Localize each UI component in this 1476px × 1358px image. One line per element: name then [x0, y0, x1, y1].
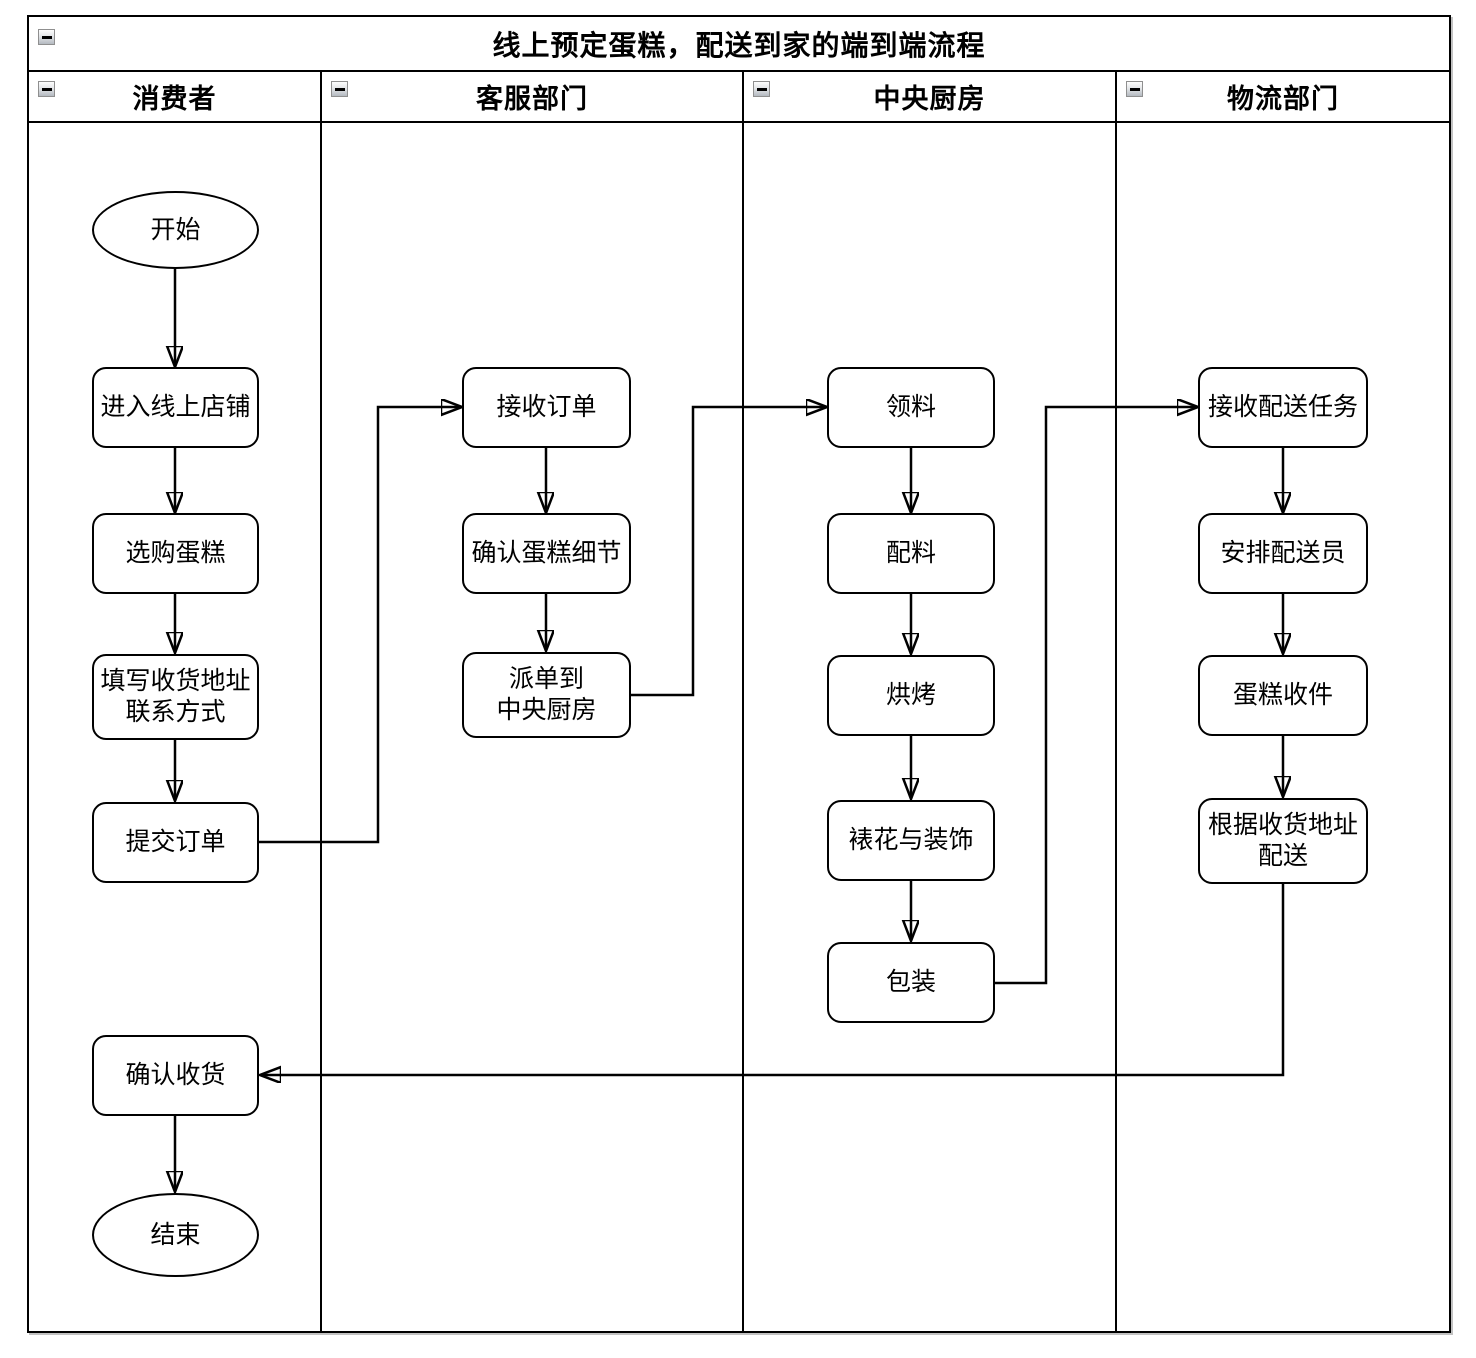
collapse-icon[interactable] — [38, 81, 55, 97]
node-label: 烘烤 — [885, 681, 936, 709]
node-submit-order[interactable]: 提交订单 — [92, 802, 259, 883]
node-label: 结束 — [150, 1220, 201, 1249]
node-receive-order[interactable]: 接收订单 — [462, 367, 631, 448]
node-label: 提交订单 — [125, 828, 226, 856]
node-assign-courier[interactable]: 安排配送员 — [1198, 513, 1368, 594]
lane-title: 中央厨房 — [873, 84, 986, 114]
node-label: 进入线上店铺 — [100, 393, 251, 421]
lane-title: 物流部门 — [1227, 84, 1339, 114]
minus-icon — [334, 87, 345, 91]
node-label: 选购蛋糕 — [125, 539, 226, 567]
collapse-icon[interactable] — [1126, 81, 1143, 97]
lane-title: 消费者 — [132, 84, 217, 114]
node-label: 配料 — [885, 539, 936, 567]
minus-icon — [41, 87, 52, 91]
node-end[interactable]: 结束 — [92, 1193, 259, 1277]
node-label: 领料 — [885, 393, 936, 421]
node-bake[interactable]: 烘烤 — [827, 655, 995, 736]
lane-header-logistics[interactable]: 物流部门 — [1117, 72, 1449, 121]
lane-header-consumer[interactable]: 消费者 — [29, 72, 322, 121]
pool-title-bar[interactable]: 线上预定蛋糕，配送到家的端到端流程 — [29, 17, 1449, 72]
node-label: 确认蛋糕细节 — [471, 539, 622, 567]
node-deliver-by-address[interactable]: 根据收货地址 配送 — [1198, 798, 1368, 884]
node-label: 填写收货地址 联系方式 — [100, 667, 251, 726]
node-get-materials[interactable]: 领料 — [827, 367, 995, 448]
node-confirm-cake-details[interactable]: 确认蛋糕细节 — [462, 513, 631, 594]
lane-body-customer-service — [322, 123, 744, 1331]
pool-title: 线上预定蛋糕，配送到家的端到端流程 — [492, 29, 986, 61]
node-enter-shop[interactable]: 进入线上店铺 — [92, 367, 259, 448]
node-label: 根据收货地址 配送 — [1207, 811, 1358, 870]
node-receive-delivery-task[interactable]: 接收配送任务 — [1198, 367, 1368, 448]
node-prepare-ingredients[interactable]: 配料 — [827, 513, 995, 594]
node-pickup-cake[interactable]: 蛋糕收件 — [1198, 655, 1368, 736]
node-fill-address[interactable]: 填写收货地址 联系方式 — [92, 654, 259, 740]
node-select-cake[interactable]: 选购蛋糕 — [92, 513, 259, 594]
minus-icon — [756, 87, 767, 91]
node-label: 蛋糕收件 — [1232, 681, 1333, 709]
node-dispatch-to-kitchen[interactable]: 派单到 中央厨房 — [462, 652, 631, 738]
node-start[interactable]: 开始 — [92, 191, 259, 269]
collapse-icon[interactable] — [38, 29, 55, 45]
lane-title: 客服部门 — [476, 84, 588, 114]
node-confirm-receipt[interactable]: 确认收货 — [92, 1035, 259, 1116]
minus-icon — [41, 35, 52, 39]
node-label: 安排配送员 — [1220, 539, 1346, 567]
lane-header-central-kitchen[interactable]: 中央厨房 — [744, 72, 1117, 121]
node-decorate[interactable]: 裱花与装饰 — [827, 800, 995, 881]
node-label: 接收配送任务 — [1207, 393, 1358, 421]
collapse-icon[interactable] — [331, 81, 348, 97]
node-label: 接收订单 — [496, 393, 597, 421]
collapse-icon[interactable] — [753, 81, 770, 97]
node-pack[interactable]: 包装 — [827, 942, 995, 1023]
node-label: 开始 — [150, 215, 201, 244]
node-label: 裱花与装饰 — [848, 826, 974, 854]
minus-icon — [1129, 87, 1140, 91]
node-label: 确认收货 — [125, 1061, 226, 1089]
node-label: 包装 — [885, 968, 936, 996]
lane-header-customer-service[interactable]: 客服部门 — [322, 72, 744, 121]
node-label: 派单到 中央厨房 — [496, 665, 597, 724]
lane-header-row: 消费者 客服部门 中央厨房 物流部门 — [29, 72, 1449, 123]
